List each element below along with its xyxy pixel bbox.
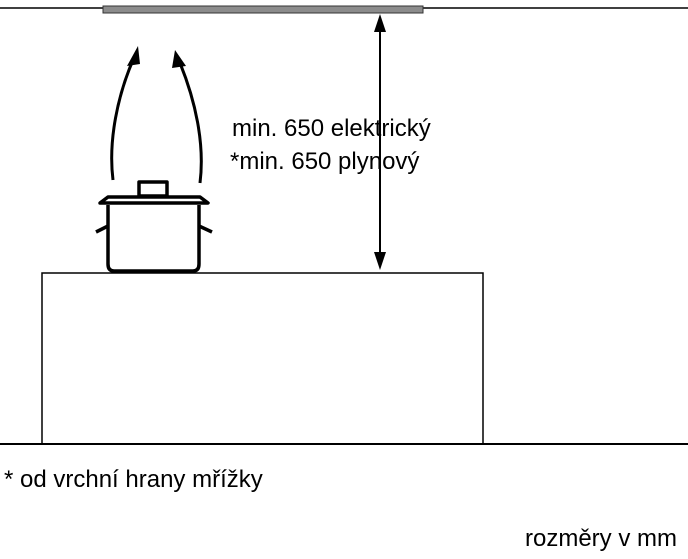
steam-arrow-head-left <box>127 46 140 66</box>
dimension-label-gas: *min. 650 plynový <box>230 148 419 175</box>
units-note: rozměry v mm <box>525 525 677 552</box>
footnote: * od vrchní hrany mřížky <box>4 466 263 493</box>
dimension-arrow <box>374 14 386 270</box>
hood-underside <box>102 5 424 14</box>
dimension-label-electric: min. 650 elektrický <box>232 115 431 142</box>
steam-arrow-head-right <box>172 50 186 68</box>
cooking-pot-icon <box>95 180 213 273</box>
cooktop <box>41 272 484 445</box>
steam-arrow-icon <box>110 59 203 184</box>
